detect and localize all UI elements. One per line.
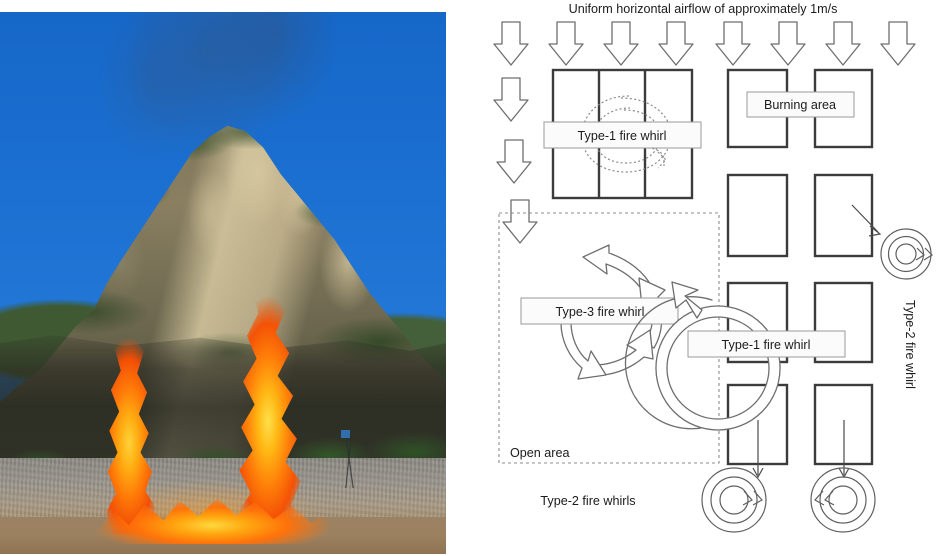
airflow-arrow-2 — [548, 21, 584, 66]
building-block-lower-right — [726, 281, 874, 466]
type2-whirl-spiral-bottom-left — [701, 467, 767, 533]
airflow-arrow-3 — [603, 21, 639, 66]
airflow-title: Uniform horizontal airflow of approximat… — [569, 2, 838, 16]
airflow-arrow-1 — [493, 21, 529, 66]
building-block-middle-right — [726, 173, 874, 258]
tripod-sensor-head — [341, 430, 350, 438]
open-area-label: Open area — [510, 446, 570, 460]
type3-label: Type-3 fire whirl — [556, 305, 645, 319]
type2-pointer-arrow — [851, 204, 882, 237]
type1-top-label: Type-1 fire whirl — [578, 129, 667, 143]
airflow-arrow-5 — [715, 21, 751, 66]
burning-area-label-box — [746, 91, 855, 118]
burning-area-label: Burning area — [764, 98, 836, 112]
measurement-tripod — [338, 436, 360, 488]
airflow-arrow-4 — [658, 21, 694, 66]
type1-whirl-spiral-top — [581, 95, 672, 173]
type1-right-label: Type-1 fire whirl — [722, 338, 811, 352]
airflow-arrow-7 — [825, 21, 861, 66]
type3-label-box — [520, 297, 679, 325]
side-airflow-arrow-3 — [502, 199, 538, 244]
fire-whirl-schematic: Uniform horizontal airflow of approximat… — [466, 0, 941, 556]
type1-right-label-box — [687, 330, 846, 358]
type3-whirl-arrows — [560, 244, 666, 380]
type2-whirl-spiral-bottom-right — [810, 467, 876, 533]
type1-top-label-box — [543, 121, 702, 149]
airflow-arrow-6 — [770, 21, 806, 66]
side-airflow-arrows — [493, 77, 538, 244]
side-airflow-arrow-2 — [496, 139, 532, 184]
airflow-arrow-8 — [880, 21, 916, 66]
type2-bottom-label: Type-2 fire whirls — [540, 494, 635, 508]
field-experiment-photo — [0, 12, 446, 554]
type2-whirl-spiral-right — [880, 228, 933, 280]
type2-vertical-label: Type-2 fire whirl — [903, 300, 917, 389]
airflow-arrow-row — [493, 21, 916, 66]
side-airflow-arrow-1 — [493, 77, 529, 122]
